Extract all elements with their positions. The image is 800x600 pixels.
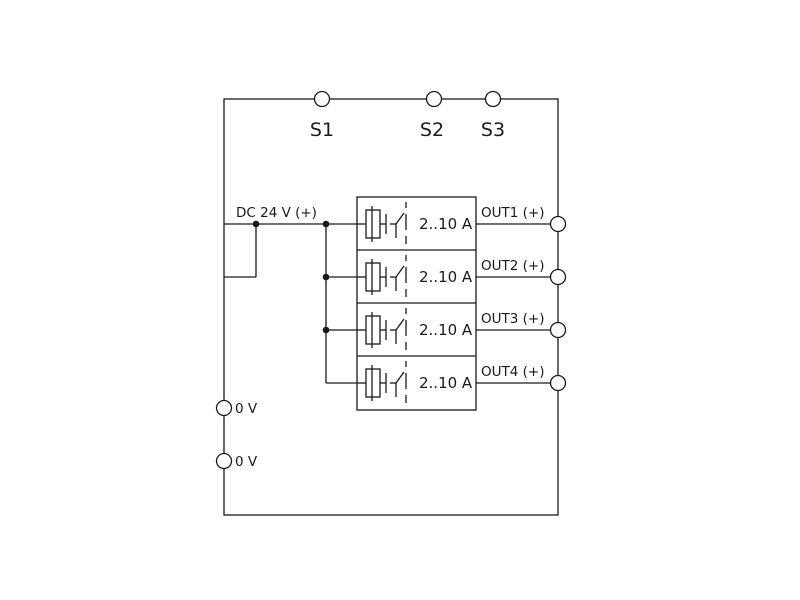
- distribution-bus: [322, 220, 357, 384]
- breaker-icon: [357, 361, 407, 403]
- channel-1-output-label: OUT1 (+): [481, 205, 544, 221]
- output-terminal: [549, 268, 567, 286]
- channel-4: 2..10 A OUT4 (+): [357, 361, 567, 403]
- junction-dot: [322, 326, 330, 334]
- channel-2-output-label: OUT2 (+): [481, 258, 544, 274]
- ground-terminal-2: 0 V: [215, 452, 258, 470]
- channel-2: 2..10 A OUT2 (+): [357, 255, 567, 297]
- channel-3-rating: 2..10 A: [419, 321, 473, 339]
- junction-dot: [322, 220, 330, 228]
- terminal-s1: S1: [310, 90, 334, 141]
- output-terminal: [549, 215, 567, 233]
- ground-terminal-1: 0 V: [215, 399, 258, 417]
- channel-4-output-label: OUT4 (+): [481, 364, 544, 380]
- channel-module: [356, 196, 477, 411]
- breaker-icon: [357, 255, 407, 297]
- terminal-s2-label: S2: [420, 119, 444, 141]
- channel-2-rating: 2..10 A: [419, 268, 473, 286]
- junction-dot: [252, 220, 260, 228]
- ground-terminal-2-label: 0 V: [235, 454, 258, 470]
- enclosure-outline: [223, 98, 559, 516]
- terminal-s3: S3: [481, 90, 505, 141]
- channel-3: 2..10 A OUT3 (+): [357, 308, 567, 350]
- supply-wiring: DC 24 V (+): [224, 205, 357, 278]
- junction-dot: [322, 273, 330, 281]
- breaker-icon: [357, 308, 407, 350]
- terminal-s3-label: S3: [481, 119, 505, 141]
- channel-1-rating: 2..10 A: [419, 215, 473, 233]
- breaker-icon: [357, 202, 407, 244]
- terminal-s1-label: S1: [310, 119, 334, 141]
- output-terminal: [549, 374, 567, 392]
- channel-3-output-label: OUT3 (+): [481, 311, 544, 327]
- channel-1: 2..10 A OUT1 (+): [357, 202, 567, 244]
- output-terminal: [549, 321, 567, 339]
- channel-4-rating: 2..10 A: [419, 374, 473, 392]
- supply-label: DC 24 V (+): [236, 205, 317, 221]
- ground-terminal-1-label: 0 V: [235, 401, 258, 417]
- terminal-s2: S2: [420, 90, 444, 141]
